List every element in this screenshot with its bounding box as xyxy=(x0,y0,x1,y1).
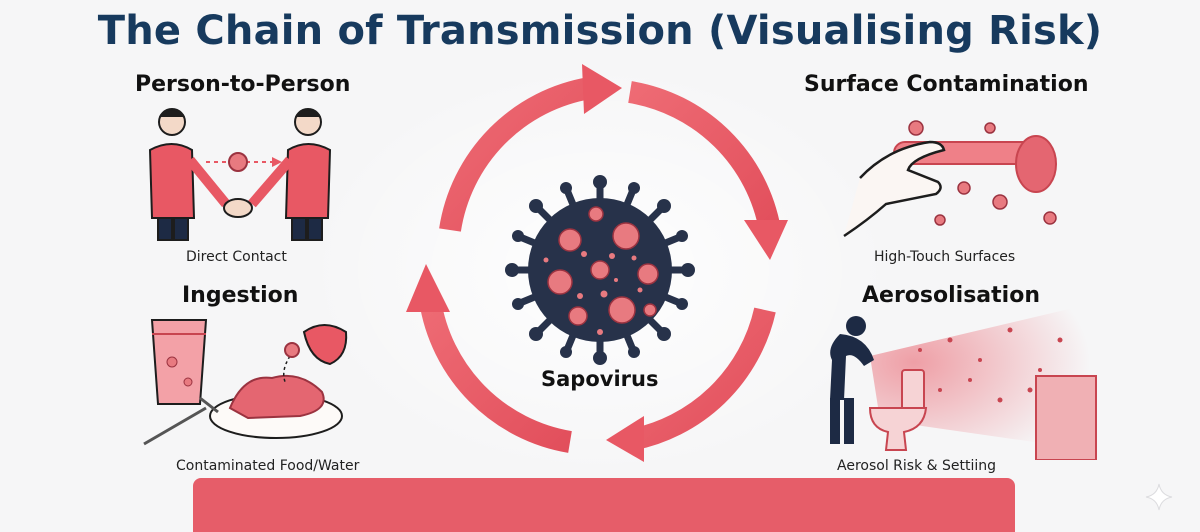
heading-ingestion: Ingestion xyxy=(182,283,299,308)
arrowhead-top xyxy=(582,64,622,114)
center-label: Sapovirus xyxy=(541,367,659,391)
bottom-bar xyxy=(193,478,1015,532)
page-title: The Chain of Transmission (Visualising R… xyxy=(97,8,1103,54)
arrow-left xyxy=(419,298,572,453)
arrowhead-left xyxy=(406,264,450,312)
sparkle-icon xyxy=(1145,483,1173,511)
heading-person-to-person: Person-to-Person xyxy=(135,72,351,97)
cycle-arrows xyxy=(406,64,788,462)
caption-aerosol-risk: Aerosol Risk & Settiing xyxy=(837,458,997,474)
arrow-bottom xyxy=(627,307,776,451)
arrowhead-right xyxy=(744,220,788,260)
heading-aerosolisation: Aerosolisation xyxy=(862,283,1040,308)
food-plate-icon xyxy=(143,319,348,446)
arrow-right xyxy=(628,81,781,233)
handshake-icon xyxy=(148,108,332,241)
caption-high-touch-surfaces: High-Touch Surfaces xyxy=(874,249,1016,265)
caption-contaminated-food-water: Contaminated Food/Water xyxy=(176,458,360,474)
door-handle-icon xyxy=(843,120,1057,238)
arrowhead-bottom xyxy=(606,416,644,462)
caption-direct-contact: Direct Contact xyxy=(186,249,287,265)
virus-icon xyxy=(505,175,695,365)
toilet-aerosol-icon xyxy=(830,304,1097,460)
heading-surface-contamination: Surface Contamination xyxy=(804,72,1089,97)
arrow-top xyxy=(439,77,592,232)
